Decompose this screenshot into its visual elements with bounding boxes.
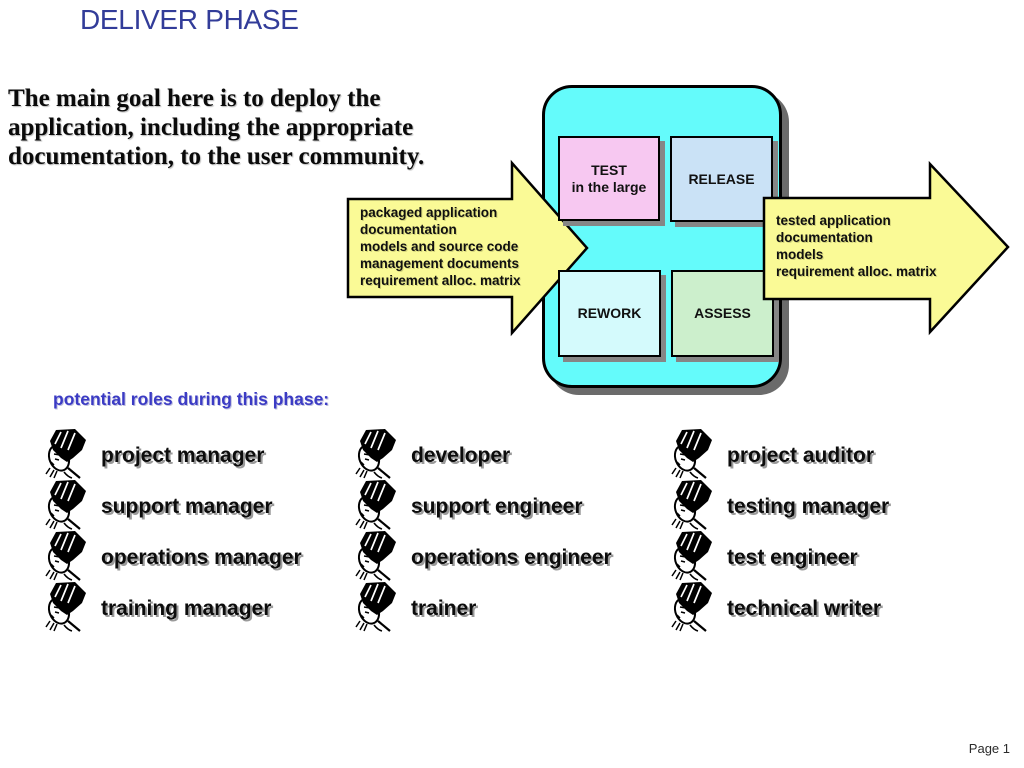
input-line-3: models and source code [360, 239, 519, 254]
input-line-1: packaged application [360, 205, 498, 220]
output-line-1: tested application [776, 213, 891, 228]
person-icon [42, 428, 88, 480]
input-arrow-icon [346, 159, 589, 337]
person-icon [668, 530, 714, 582]
role-label: project auditor [727, 444, 875, 467]
role-support-manager: support manager [42, 479, 273, 531]
goal-line-3: documentation, to the user community. [8, 143, 425, 170]
input-line-2: documentation [360, 222, 457, 237]
page-number: Page 1 [968, 741, 1010, 756]
box-assess: ASSESS [671, 270, 774, 357]
role-label: operations manager [101, 546, 302, 569]
box-test-label: TEST in the large [571, 161, 647, 195]
goal-line-2: application, including the appropriate [8, 114, 414, 141]
output-arrow-text: tested application documentation models … [776, 212, 937, 280]
person-icon [42, 581, 88, 633]
role-operations-engineer: operations engineer [352, 530, 612, 582]
role-label: developer [411, 444, 511, 467]
role-label: project manager [101, 444, 265, 467]
person-icon [352, 581, 398, 633]
box-release: RELEASE [670, 136, 773, 222]
role-project-auditor: project auditor [668, 428, 874, 480]
output-arrow-icon [762, 160, 1010, 336]
roles-heading: potential roles during this phase: [53, 389, 330, 409]
role-label: test engineer [727, 546, 858, 569]
role-trainer: trainer [352, 581, 476, 633]
role-training-manager: training manager [42, 581, 271, 633]
input-line-5: requirement alloc. matrix [360, 273, 521, 288]
role-operations-manager: operations manager [42, 530, 302, 582]
box-rework-label: REWORK [577, 305, 642, 321]
person-icon [352, 530, 398, 582]
role-test-engineer: test engineer [668, 530, 858, 582]
input-arrow-text: packaged application documentation model… [360, 204, 521, 289]
goal-line-1: The main goal here is to deploy the [8, 85, 381, 112]
person-icon [668, 479, 714, 531]
box-rework: REWORK [558, 270, 661, 357]
person-icon [668, 581, 714, 633]
person-icon [352, 479, 398, 531]
role-label: training manager [101, 597, 272, 620]
role-developer: developer [352, 428, 510, 480]
box-release-label: RELEASE [688, 170, 755, 187]
output-line-3: models [776, 247, 824, 262]
role-label: operations engineer [411, 546, 612, 569]
role-technical-writer: technical writer [668, 581, 881, 633]
page-title: DELIVER PHASE [80, 4, 299, 35]
role-project-manager: project manager [42, 428, 264, 480]
role-testing-manager: testing manager [668, 479, 889, 531]
output-line-2: documentation [776, 230, 873, 245]
role-support-engineer: support engineer [352, 479, 583, 531]
role-label: technical writer [727, 597, 882, 620]
role-label: support engineer [411, 495, 583, 518]
box-test-in-the-large: TEST in the large [558, 136, 660, 221]
goal-paragraph: The main goal here is to deploy the appl… [8, 84, 488, 171]
box-assess-label: ASSESS [694, 305, 751, 321]
person-icon [42, 530, 88, 582]
role-label: testing manager [727, 495, 890, 518]
person-icon [352, 428, 398, 480]
output-line-4: requirement alloc. matrix [776, 264, 937, 279]
person-icon [668, 428, 714, 480]
input-line-4: management documents [360, 256, 520, 271]
role-label: support manager [101, 495, 273, 518]
person-icon [42, 479, 88, 531]
role-label: trainer [411, 597, 477, 620]
